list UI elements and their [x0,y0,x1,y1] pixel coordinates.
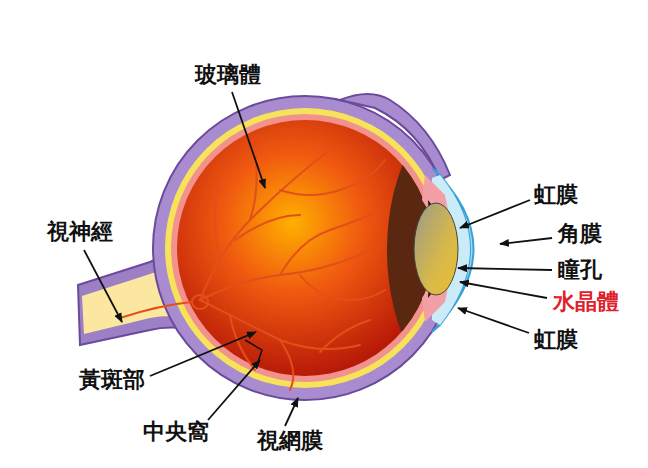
optic-disc [192,295,208,309]
fovea-mark [245,340,262,362]
leader-lines [84,92,552,426]
anterior-chamber [387,100,563,400]
part-label: 瞳孔 [558,257,602,283]
part-label: 虹膜 [534,182,578,208]
part-label: 玻璃體 [195,62,261,88]
part-label: 角膜 [558,221,602,247]
part-label: 虹膜 [534,327,578,353]
part-label: 視網膜 [257,428,323,454]
part-label: 視神經 [47,219,113,245]
central-vessel [120,302,192,318]
part-label: 中央窩 [143,419,209,445]
highlight-label: 水晶體 [553,289,619,315]
lens [414,203,458,295]
part-label: 黃斑部 [79,367,145,393]
blood-vessels [200,150,385,390]
